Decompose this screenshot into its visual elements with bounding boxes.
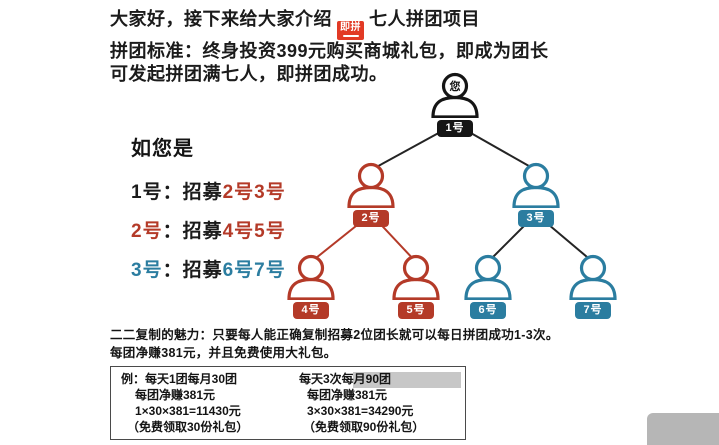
summary-line-1: 二二复制的魅力：只要每人能正确复制招募2位团长就可以每日拼团成功1-3次。 [110, 328, 559, 342]
node-badge-6: 6号 [470, 302, 506, 319]
left-heading: 如您是 [131, 138, 194, 160]
you-label: 您 [450, 79, 461, 93]
header: 大家好，接下来给大家介绍即拼七人拼团项目 拼团标准：终身投资399元购买商城礼包… [110, 8, 549, 86]
rule-1-action: ：招募 [162, 182, 223, 203]
logo-underline [342, 35, 359, 37]
intro-line: 大家好，接下来给大家介绍即拼七人拼团项目 [110, 8, 549, 40]
example-left-line-2: 每团净赚381元 [135, 388, 216, 402]
node-badge-5: 5号 [398, 302, 434, 319]
example-right-line-1: 每天3次每月90团 [299, 372, 392, 386]
standard-line-1: 拼团标准：终身投资399元购买商城礼包，即成为团长 [110, 41, 549, 61]
tree-node-3: 3号 [508, 162, 564, 227]
node-badge-1: 1号 [437, 120, 473, 137]
recruit-rules: 1号：招募2号3号 2号：招募4号5号 3号：招募6号7号 [131, 173, 286, 290]
rule-2: 2号：招募4号5号 [131, 212, 286, 251]
example-left-column: 例：每天1团每月30团 每团净赚381元 1×30×381=11430元 （免费… [121, 371, 248, 435]
tree-node-7: 7号 [565, 254, 621, 319]
person-icon [464, 254, 512, 300]
example-box: 例：每天1团每月30团 每团净赚381元 1×30×381=11430元 （免费… [110, 366, 466, 440]
person-icon [512, 162, 560, 208]
node-badge-7: 7号 [575, 302, 611, 319]
tree-node-2: 2号 [343, 162, 399, 227]
rule-3: 3号：招募6号7号 [131, 251, 286, 290]
tree-node-6: 6号 [460, 254, 516, 319]
example-left-line-1: 例：每天1团每月30团 [121, 372, 238, 386]
rule-2-action: ：招募 [162, 221, 223, 242]
example-right-line-4: （免费领取90份礼包） [303, 420, 425, 434]
rule-3-who: 3号 [131, 260, 163, 281]
rule-3-action: ：招募 [162, 260, 223, 281]
node-badge-2: 2号 [353, 210, 389, 227]
person-icon [287, 254, 335, 300]
intro-text-after: 七人拼团项目 [369, 9, 480, 29]
rule-1-targets: 2号3号 [222, 182, 286, 203]
tree-node-5: 5号 [388, 254, 444, 319]
logo-text: 即拼 [340, 22, 361, 33]
rule-2-who: 2号 [131, 221, 163, 242]
summary: 二二复制的魅力：只要每人能正确复制招募2位团长就可以每日拼团成功1-3次。 每团… [110, 327, 559, 362]
node-badge-4: 4号 [293, 302, 329, 319]
rule-3-targets: 6号7号 [222, 260, 286, 281]
standard-line-2: 可发起拼团满七人，即拼团成功。 [110, 64, 388, 84]
person-icon: 您 [431, 72, 479, 118]
corner-watermark [647, 413, 719, 445]
person-icon [392, 254, 440, 300]
intro-text-before: 大家好，接下来给大家介绍 [110, 9, 332, 29]
summary-line-2: 每团净赚381元，并且免费使用大礼包。 [110, 345, 337, 360]
tree-node-1: 您 1号 [427, 72, 483, 137]
example-right-line-2: 每团净赚381元 [307, 388, 388, 402]
rule-1-who: 1号 [131, 182, 163, 203]
example-right-line-3: 3×30×381=34290元 [307, 404, 414, 418]
kapin-logo-icon: 即拼 [337, 21, 364, 40]
node-badge-3: 3号 [518, 210, 554, 227]
tree-node-4: 4号 [283, 254, 339, 319]
rule-1: 1号：招募2号3号 [131, 173, 286, 212]
example-right-column: 每天3次每月90团 每团净赚381元 3×30×381=34290元 （免费领取… [299, 371, 424, 435]
person-icon [347, 162, 395, 208]
example-left-line-4: （免费领取30份礼包） [127, 420, 249, 434]
rule-2-targets: 4号5号 [222, 221, 286, 242]
example-left-line-3: 1×30×381=11430元 [135, 404, 241, 418]
person-icon [569, 254, 617, 300]
watermark-strip [353, 372, 461, 388]
